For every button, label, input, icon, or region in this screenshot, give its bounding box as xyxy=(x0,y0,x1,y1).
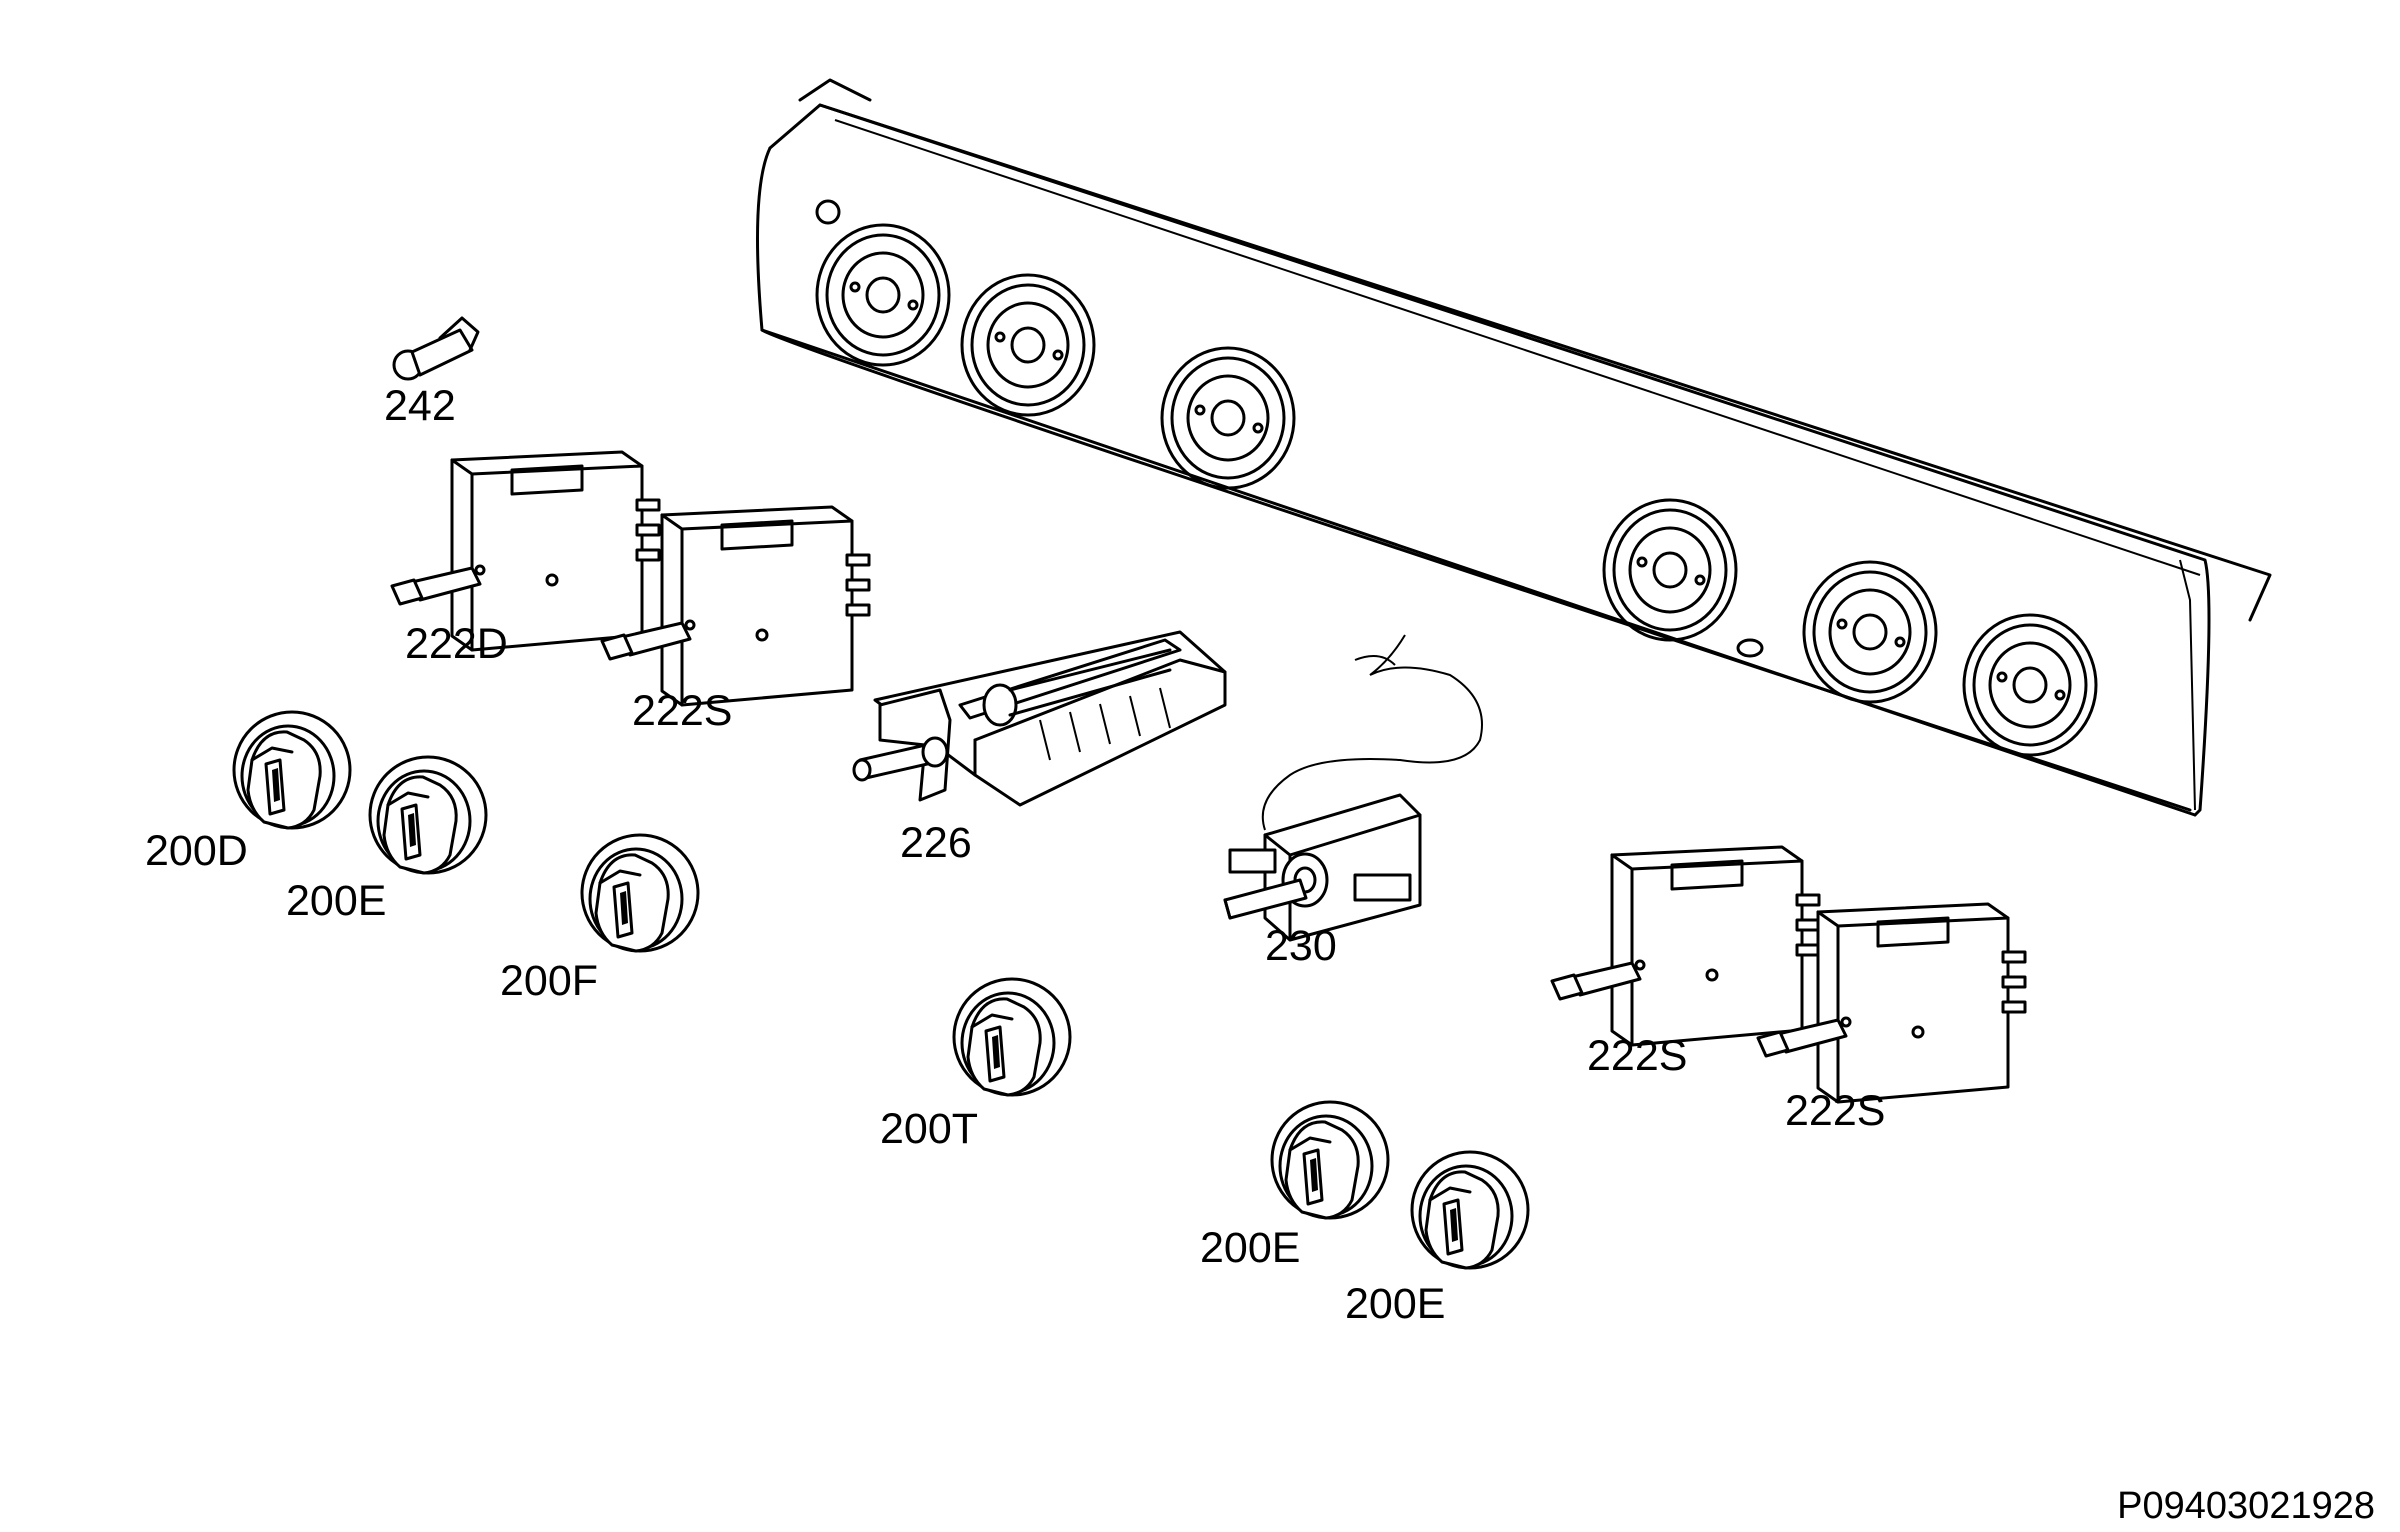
label-242: 242 xyxy=(384,382,456,430)
label-230: 230 xyxy=(1265,922,1337,970)
label-222S-b: 222S xyxy=(1587,1032,1687,1080)
label-200E-b: 200E xyxy=(1200,1224,1300,1272)
part-242-drawing xyxy=(392,316,480,381)
label-222S-c: 222S xyxy=(1785,1087,1885,1135)
drawing-code: P09403021928 xyxy=(2117,1485,2375,1527)
label-200T: 200T xyxy=(880,1105,978,1153)
label-226: 226 xyxy=(900,819,972,867)
label-222S-a: 222S xyxy=(632,687,732,735)
label-200E-a: 200E xyxy=(286,877,386,925)
part-226-drawing xyxy=(852,630,1227,807)
control-panel xyxy=(756,78,2272,817)
part-230-drawing xyxy=(1223,634,1483,942)
label-222D: 222D xyxy=(405,620,508,668)
label-200F: 200F xyxy=(500,957,598,1005)
label-200D: 200D xyxy=(145,827,248,875)
label-200E-c: 200E xyxy=(1345,1280,1445,1328)
